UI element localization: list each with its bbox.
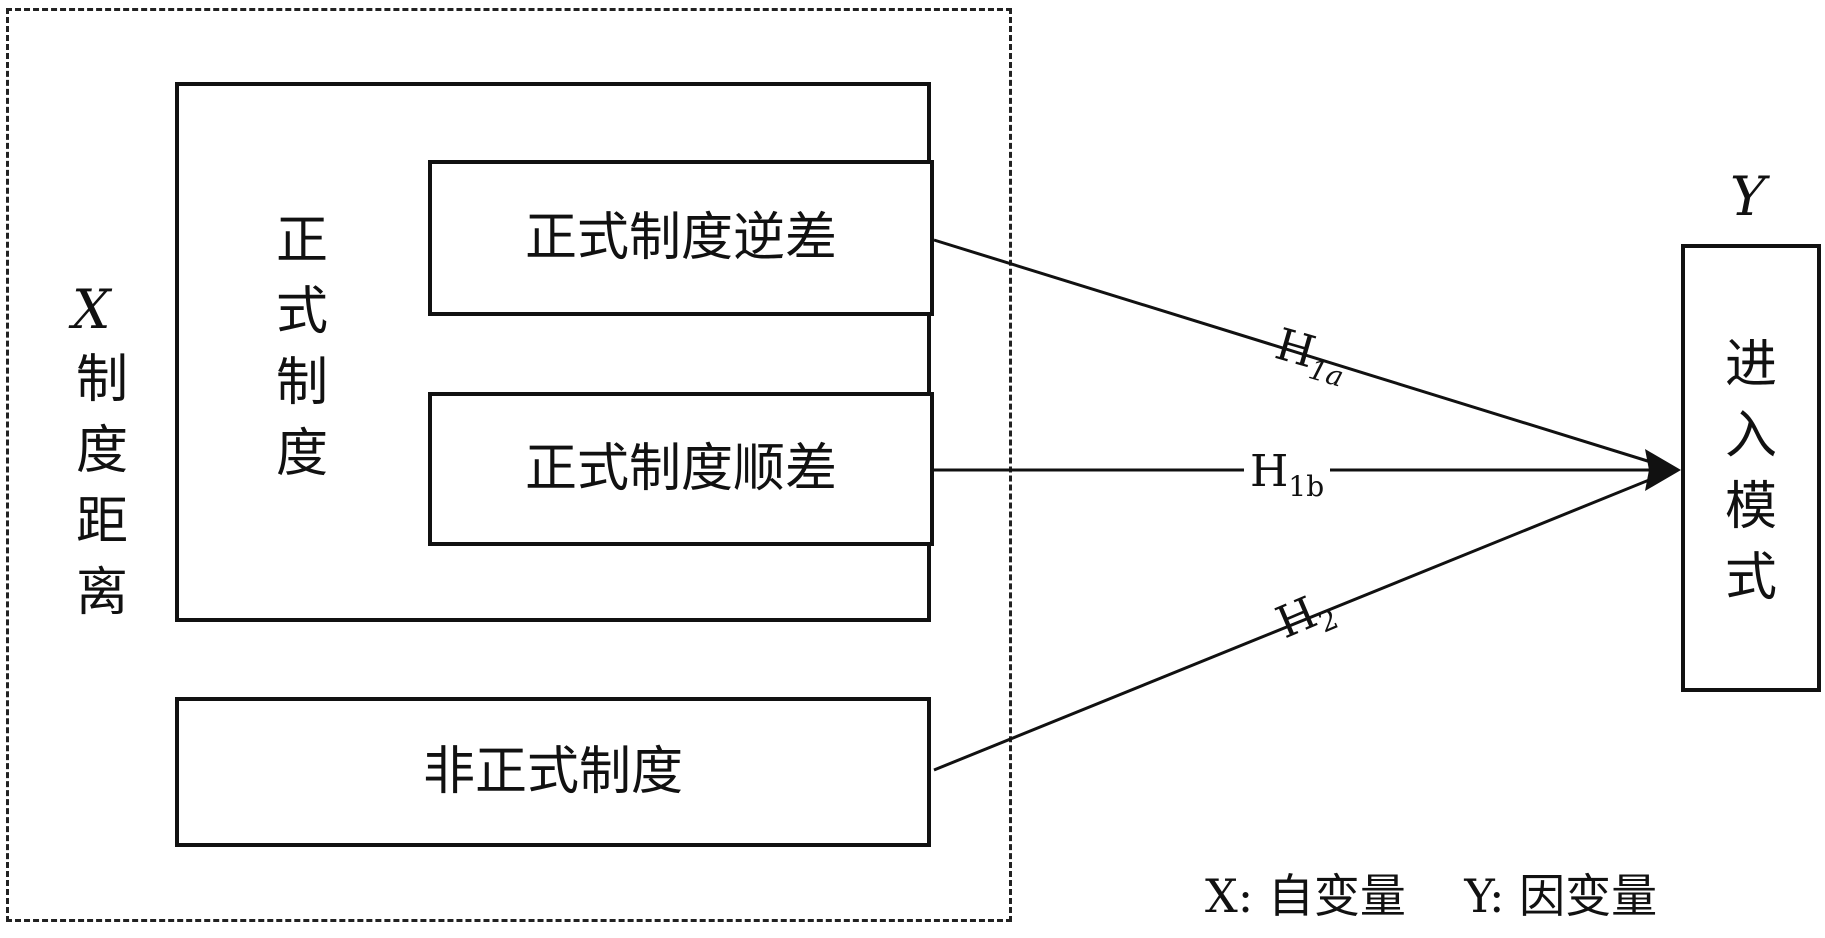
independent-variable-symbol: X [72, 278, 111, 341]
h1b-sub: 1b [1288, 470, 1325, 503]
institutional-distance-label: 制度距离 [75, 350, 128, 623]
h1a-arrow-line [933, 238, 1655, 465]
informal-institution-box: 非正式制度 [175, 697, 931, 847]
hypothesis-h1b-label: H1b [1244, 450, 1331, 503]
formal-institution-deficit-label: 正式制度逆差 [524, 208, 837, 268]
formal-institution-surplus-box: 正式制度顺差 [428, 392, 934, 546]
h2-arrow-line [933, 476, 1655, 772]
independent-variable-frame [6, 8, 1012, 922]
entry-mode-box [1681, 244, 1821, 692]
formal-institution-surplus-label: 正式制度顺差 [524, 439, 837, 499]
formal-institution-label: 正式制度 [275, 211, 328, 484]
informal-institution-label: 非正式制度 [422, 742, 683, 802]
variable-legend: X: 自变量 Y: 因变量 [1205, 869, 1658, 923]
arrowhead-icon [1645, 449, 1681, 491]
h1b-main: H [1250, 446, 1289, 497]
dependent-variable-symbol: Y [1730, 165, 1766, 228]
entry-mode-label: 进入模式 [1724, 335, 1777, 608]
formal-institution-deficit-box: 正式制度逆差 [428, 160, 934, 316]
